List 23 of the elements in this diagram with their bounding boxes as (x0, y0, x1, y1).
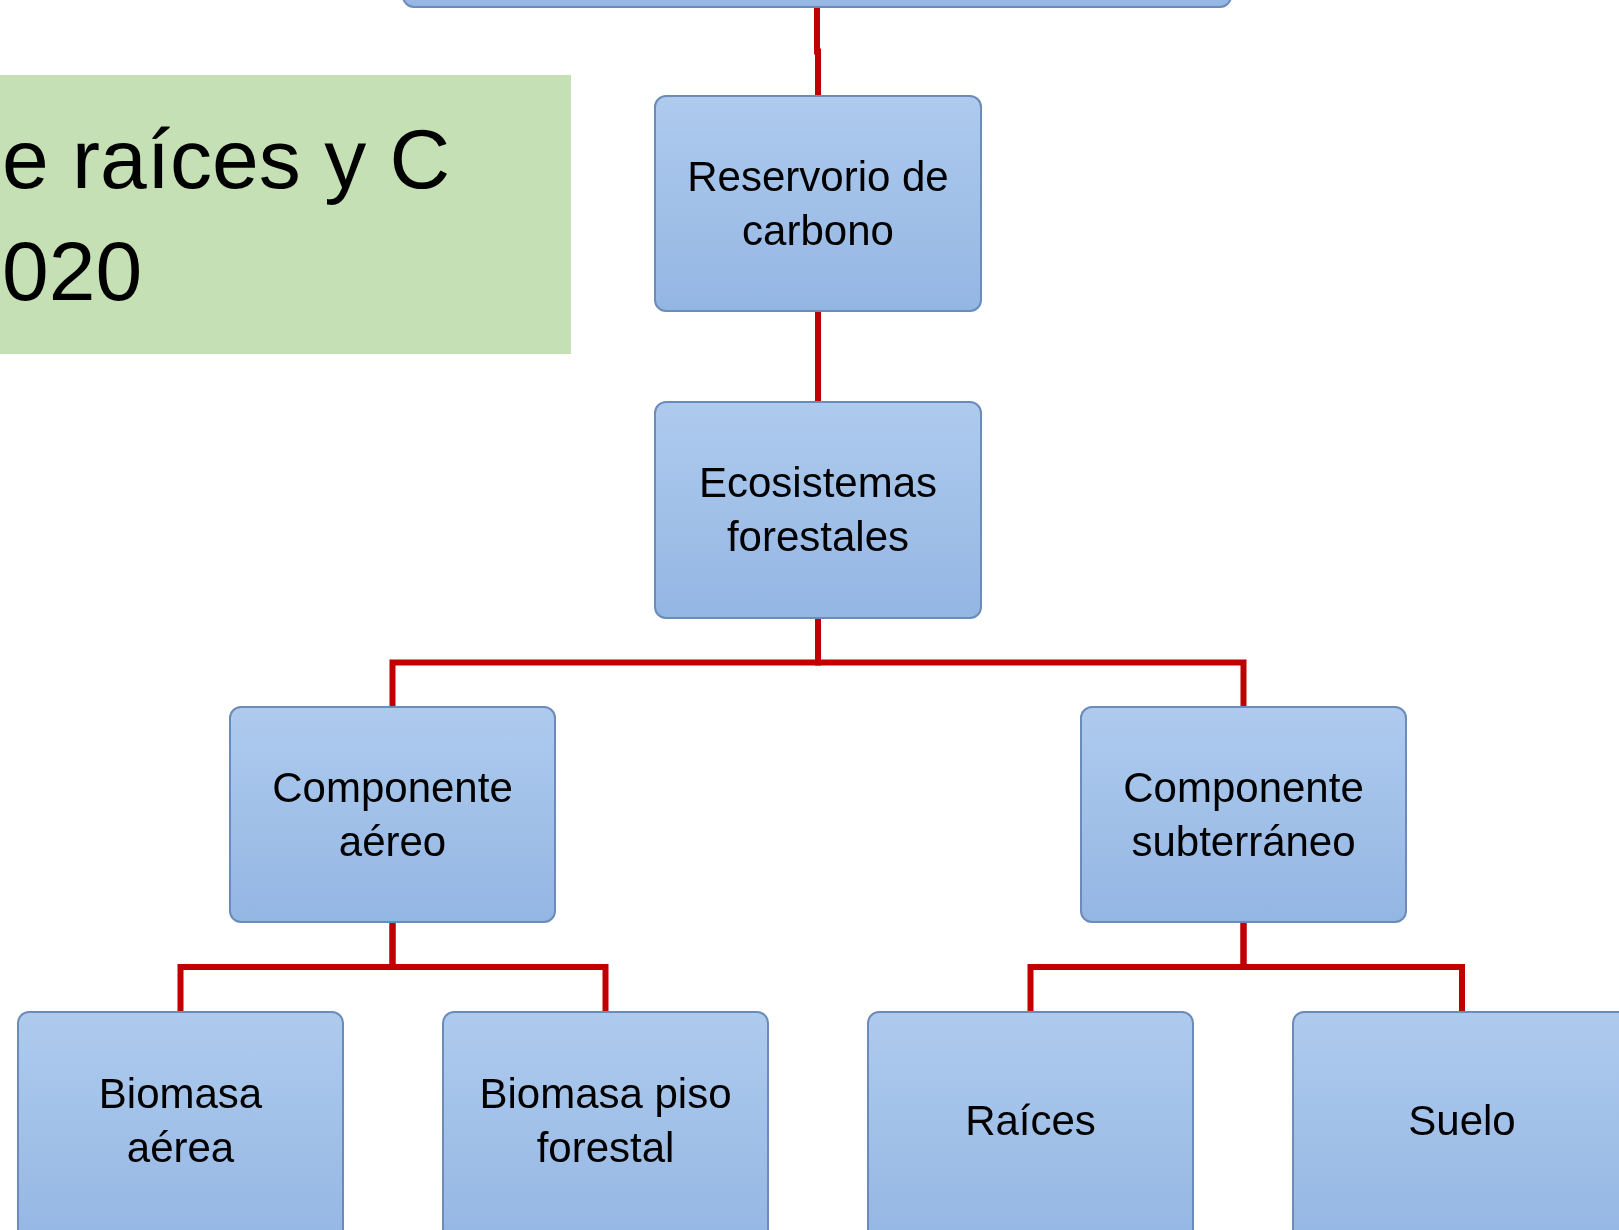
box-label: Raíces (965, 1096, 1096, 1146)
process-box (229, 706, 556, 923)
box-label: Componente subterráneo (1122, 762, 1365, 867)
box-label: Biomasa aérea (97, 1069, 264, 1173)
connector-line (815, 312, 821, 401)
process-box (442, 1011, 769, 1230)
process-box (17, 1011, 344, 1230)
box-label: Reservorio de carbono (687, 151, 949, 256)
box-label: Componente aéreo (271, 762, 514, 867)
box-label: Biomasa piso forestal (478, 1069, 733, 1173)
process-box (654, 401, 982, 619)
box-label: Suelo (1408, 1096, 1516, 1146)
connector-line (1240, 923, 1465, 1011)
connector-line (814, 8, 821, 95)
process-box (1080, 706, 1407, 923)
process-box (867, 1011, 1194, 1230)
title-band (0, 75, 571, 354)
connector-line (389, 923, 609, 1011)
process-box (1292, 1011, 1619, 1230)
process-box (654, 95, 982, 312)
box-label: Ecosistemas forestales (697, 458, 939, 562)
title-text: e raíces y C 020 (2, 110, 452, 320)
connector-line (815, 619, 1247, 706)
